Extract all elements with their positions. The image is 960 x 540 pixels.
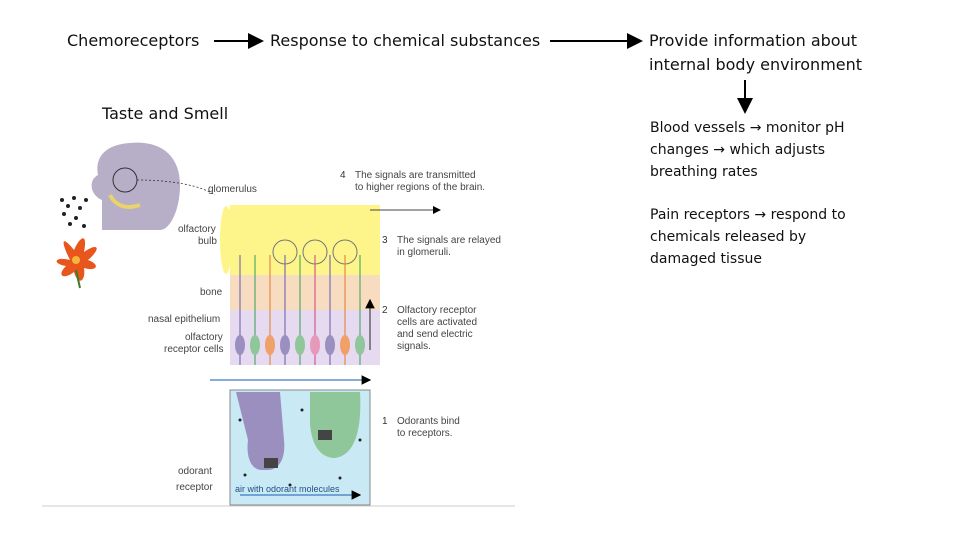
blood-label: Blood vessels (650, 120, 746, 136)
label-olfactory-bulb-1: olfactory (178, 224, 216, 235)
label-receptor-cells-1: olfactory (185, 332, 223, 343)
blood-text-4: breathing rates (650, 164, 758, 180)
pain-label: Pain receptors (650, 207, 750, 223)
label-air: air with odorant molecules (235, 484, 340, 494)
function-line-2: internal body environment (649, 55, 863, 74)
example-blood-vessels: Blood vessels → monitor pH changes → whi… (650, 117, 910, 183)
step-2-line-4: signals. (397, 341, 431, 352)
step-2-line-2: cells are activated (397, 317, 477, 328)
right-arrow-icon: → (713, 142, 726, 158)
blood-text-1: monitor pH (765, 120, 845, 136)
term-chemoreceptors: Chemoreceptors (67, 31, 200, 50)
pain-text-1: respond to (770, 207, 846, 223)
step-1-line-1: Odorants bind (397, 416, 460, 427)
head-silhouette (91, 142, 180, 230)
scent-dots (60, 196, 88, 228)
step-2-num: 2 (382, 305, 388, 316)
step-3-line-2: in glomeruli. (397, 247, 451, 258)
right-arrow-icon: → (749, 120, 762, 136)
label-odorant-receptor-2: receptor (176, 482, 213, 493)
step-4-line-2: to higher regions of the brain. (355, 182, 485, 193)
olfactory-bulb-region (230, 205, 380, 275)
step-2-line-3: and send electric (397, 329, 473, 340)
label-bone: bone (200, 287, 223, 298)
pain-text-2: chemicals released by (650, 229, 807, 245)
step-1-line-2: to receptors. (397, 428, 453, 439)
step-4-num: 4 (340, 170, 346, 181)
right-arrow-icon: → (754, 207, 767, 223)
subtitle-taste-smell: Taste and Smell (102, 104, 229, 123)
label-glomerulus: glomerulus (208, 184, 257, 195)
function-line-1: Provide information about (649, 31, 857, 50)
label-odorant-receptor-1: odorant (178, 466, 212, 477)
step-1-num: 1 (382, 416, 388, 427)
label-olfactory-bulb-2: bulb (198, 236, 217, 247)
term-definition: Response to chemical substances (270, 31, 541, 50)
example-pain-receptors: Pain receptors → respond to chemicals re… (650, 204, 910, 270)
step-2-line-1: Olfactory receptor (397, 305, 477, 316)
receptor-cell-purple (236, 392, 285, 470)
blood-text-3: which adjusts (729, 142, 826, 158)
receptor-cell-green (310, 392, 361, 458)
lily-flower-icon (56, 238, 97, 289)
label-nasal-epithelium: nasal epithelium (148, 314, 220, 325)
step-3-line-1: The signals are relayed (397, 235, 501, 246)
pain-text-3: damaged tissue (650, 251, 762, 267)
label-receptor-cells-2: receptor cells (164, 344, 223, 355)
blood-text-2: changes (650, 142, 709, 158)
step-4-line-1: The signals are transmitted (355, 170, 476, 181)
bone-region (230, 275, 380, 310)
olfaction-diagram: glomerulus olfactory bulb bone nasal epi… (42, 142, 515, 507)
step-3-num: 3 (382, 235, 388, 246)
receptor-cells (235, 335, 365, 355)
